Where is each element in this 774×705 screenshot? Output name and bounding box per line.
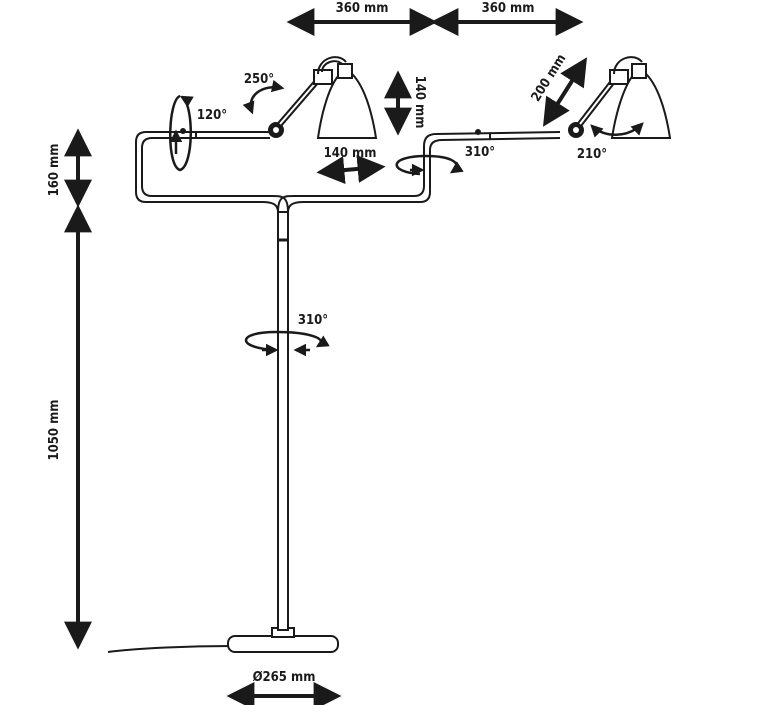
lamp-drawing xyxy=(107,56,672,653)
dim-arrow-arm-reach xyxy=(543,57,587,127)
label-shade-drop: 140 mm xyxy=(412,76,427,129)
left-arm-frame xyxy=(135,131,289,213)
dimension-arrows xyxy=(64,8,587,705)
label-angle-right-arm: 310° xyxy=(465,145,495,160)
label-arm-offset: 140 mm xyxy=(324,146,377,161)
left-arm-knob xyxy=(180,128,186,134)
right-arm-knob xyxy=(475,129,481,135)
label-width-left: 360 mm xyxy=(336,1,389,16)
label-base-diameter: Ø265 mm xyxy=(253,670,316,685)
dimension-labels: 360 mm 360 mm 160 mm 1050 mm Ø265 mm 140… xyxy=(47,1,569,685)
label-angle-left-shade: 250° xyxy=(244,72,274,87)
rotation-indicators xyxy=(169,79,644,357)
rotation-right-shade xyxy=(590,122,644,138)
label-angle-stem: 310° xyxy=(298,313,328,328)
label-width-right: 360 mm xyxy=(482,1,535,16)
lamp-stem xyxy=(277,211,289,631)
label-angle-left-vertical: 120° xyxy=(197,108,227,123)
label-angle-right-shade: 210° xyxy=(577,147,607,162)
dim-arrow-arm-offset xyxy=(316,154,386,185)
power-cable xyxy=(107,645,233,653)
rotation-left-vertical xyxy=(169,94,194,172)
label-height-upper: 160 mm xyxy=(47,144,62,197)
rotation-stem xyxy=(244,330,330,357)
rotation-left-shade xyxy=(242,79,285,115)
rotation-right-arm xyxy=(395,154,464,177)
right-lamp-head xyxy=(568,56,672,139)
angle-labels: 120° 250° 310° 210° 310° xyxy=(197,72,607,328)
label-height-stand: 1050 mm xyxy=(47,400,62,461)
lamp-base xyxy=(227,635,339,653)
right-arm-frame xyxy=(277,131,561,213)
left-lamp-head xyxy=(268,56,378,139)
